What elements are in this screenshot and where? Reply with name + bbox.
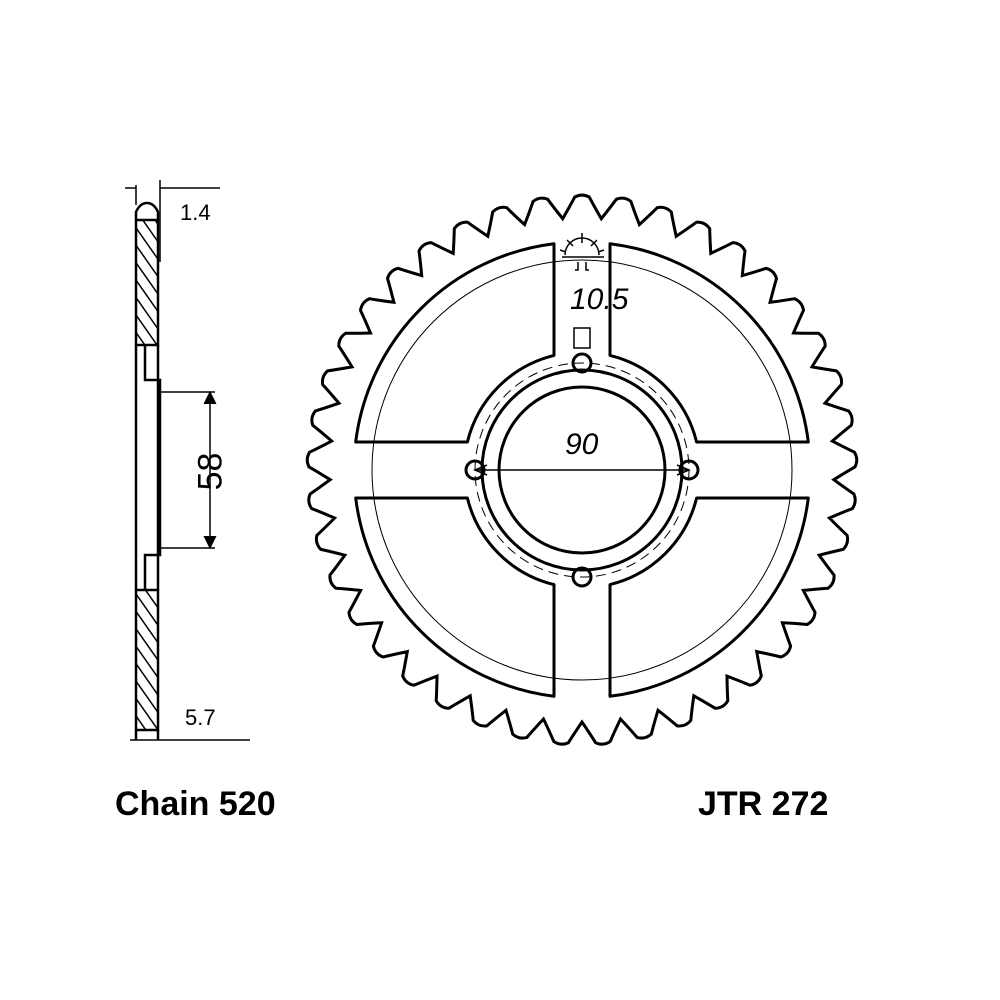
tooth-tip-bottom [134,730,160,740]
pcd-arrows [473,464,691,476]
bolt-hole-dim-marker [573,327,591,349]
inner-body-circle [371,259,793,681]
lightening-window [354,496,556,698]
chain-label: Chain 520 [115,785,276,823]
jt-logo [559,233,605,271]
sprocket-teeth-outline [305,193,859,746]
thickness-bottom-label: 5.7 [185,705,216,730]
sprocket-front-view [305,193,859,746]
lightening-window [608,242,810,444]
part-number: JTR 272 [698,785,829,823]
dim-58-arrows [203,390,217,550]
pcd-label: 90 [565,428,599,461]
lightening-window [354,242,556,444]
lightening-window [608,496,810,698]
side-profile-view [125,180,250,741]
rim-top-hatched [134,218,160,347]
thickness-top-label: 1.4 [180,200,211,225]
hub-diameter-label: 58 [191,452,230,491]
bolt-hole [571,352,593,374]
bolt-hole [571,566,593,588]
hub-profile [134,345,162,590]
tooth-tip-top [134,201,160,220]
bolt-hole-label: 10.5 [570,283,629,316]
rim-bottom-hatched [134,588,160,732]
